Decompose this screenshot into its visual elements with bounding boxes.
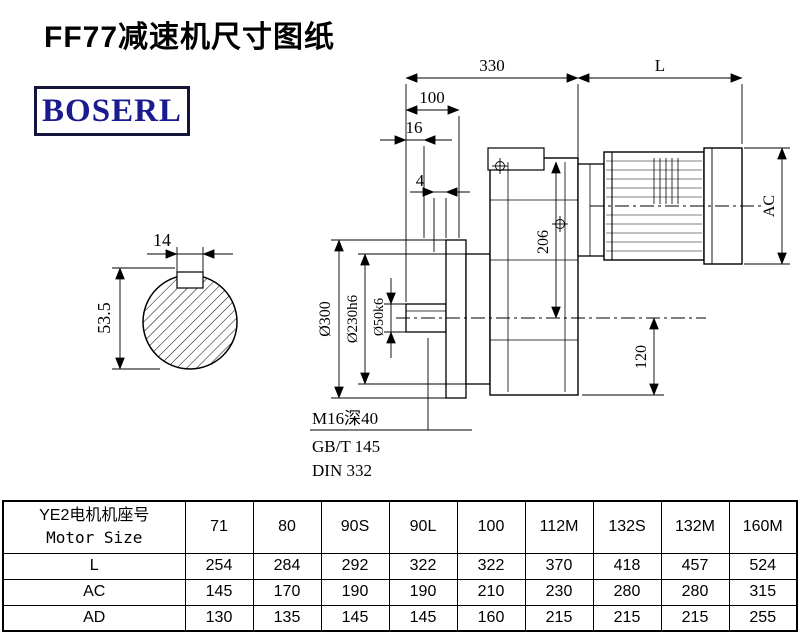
motor-size-cn: YE2电机机座号 — [39, 507, 150, 525]
gearbox-housing — [489, 157, 579, 396]
value-cell: 292 — [320, 552, 390, 580]
keyway-slot — [176, 271, 204, 289]
row-label-L: L — [2, 552, 186, 580]
dimension-drawing: 14 53.5 — [94, 56, 790, 480]
motor-size-header-cell: YE2电机机座号 Motor Size — [2, 500, 186, 554]
dim-4-label: 4 — [416, 171, 425, 190]
value-cell: 160 — [456, 604, 526, 632]
value-cell: 215 — [660, 604, 730, 632]
col-header-132s: 132S — [592, 500, 662, 554]
dimension-table: YE2电机机座号 Motor Size 71 80 90S 90L 100 11… — [2, 500, 798, 632]
value-cell: 145 — [184, 578, 254, 606]
note-m16-label: M16深40 — [312, 409, 378, 428]
value-cell: 284 — [252, 552, 322, 580]
dim-dia230 — [358, 253, 466, 385]
dim-dia300-label: Ø300 — [317, 301, 334, 337]
dim-dia50-label: Ø50k6 — [372, 298, 387, 336]
row-label-AD: AD — [2, 604, 186, 632]
note-gbt-label: GB/T 145 — [312, 437, 380, 456]
dim-top — [405, 73, 743, 302]
dim-dia230-label: Ø230h6 — [345, 294, 361, 343]
table-row-AD: AD 130 135 145 145 160 215 215 215 255 — [2, 604, 798, 632]
col-header-71: 71 — [184, 500, 254, 554]
dim-100 — [405, 105, 460, 238]
dim-L-label: L — [655, 56, 665, 75]
dim-100-label: 100 — [419, 88, 445, 107]
value-cell: 457 — [660, 552, 730, 580]
value-cell: 215 — [524, 604, 594, 632]
table-row-L: L 254 284 292 322 322 370 418 457 524 — [2, 552, 798, 580]
dim-keyway-width — [147, 247, 233, 272]
value-cell: 130 — [184, 604, 254, 632]
dim-120 — [582, 317, 664, 396]
shaft-section-circle — [142, 274, 238, 370]
col-header-160m: 160M — [728, 500, 798, 554]
value-cell: 322 — [388, 552, 458, 580]
dim-4 — [410, 187, 470, 252]
dim-AC — [744, 147, 790, 265]
col-header-90l: 90L — [388, 500, 458, 554]
dim-dia300 — [331, 239, 446, 399]
value-cell: 210 — [456, 578, 526, 606]
value-cell: 322 — [456, 552, 526, 580]
dim-key-height — [112, 267, 175, 370]
col-header-80: 80 — [252, 500, 322, 554]
value-cell: 370 — [524, 552, 594, 580]
dim-206-label: 206 — [535, 230, 552, 254]
gear-unit-outline — [405, 147, 743, 399]
value-cell: 230 — [524, 578, 594, 606]
dim-120-label: 120 — [633, 345, 650, 369]
value-cell: 170 — [252, 578, 322, 606]
value-cell: 280 — [660, 578, 730, 606]
value-cell: 135 — [252, 604, 322, 632]
dim-16-label: 16 — [406, 118, 423, 137]
value-cell: 315 — [728, 578, 798, 606]
dim-AC-label: AC — [761, 195, 778, 217]
dim-dia50 — [384, 278, 406, 358]
flange-spigot — [465, 253, 491, 385]
thread-note-leader — [310, 338, 472, 431]
table-row-AC: AC 145 170 190 190 210 230 280 280 315 — [2, 578, 798, 606]
value-cell: 215 — [592, 604, 662, 632]
note-din-label: DIN 332 — [312, 461, 372, 480]
motor-fins — [606, 158, 702, 252]
col-header-132m: 132M — [660, 500, 730, 554]
value-cell: 145 — [320, 604, 390, 632]
value-cell: 254 — [184, 552, 254, 580]
motor-size-en: Motor Size — [46, 528, 143, 548]
table-header-row: YE2电机机座号 Motor Size 71 80 90S 90L 100 11… — [2, 500, 798, 554]
value-cell: 190 — [388, 578, 458, 606]
motor-adapter — [577, 163, 605, 257]
value-cell: 190 — [320, 578, 390, 606]
col-header-90s: 90S — [320, 500, 390, 554]
output-flange — [445, 239, 467, 399]
row-label-AC: AC — [2, 578, 186, 606]
col-header-100: 100 — [456, 500, 526, 554]
shaft-cross-section — [142, 271, 238, 370]
value-cell: 145 — [388, 604, 458, 632]
value-cell: 280 — [592, 578, 662, 606]
logo-boserl: BOSERL — [34, 86, 190, 136]
housing-lug — [487, 147, 545, 171]
value-cell: 418 — [592, 552, 662, 580]
value-cell: 524 — [728, 552, 798, 580]
dim-53-5-label: 53.5 — [94, 302, 114, 334]
dim-330-label: 330 — [479, 56, 505, 75]
dim-14-label: 14 — [153, 230, 171, 250]
col-header-112m: 112M — [524, 500, 594, 554]
page-title: FF77减速机尺寸图纸 — [44, 21, 336, 54]
value-cell: 255 — [728, 604, 798, 632]
